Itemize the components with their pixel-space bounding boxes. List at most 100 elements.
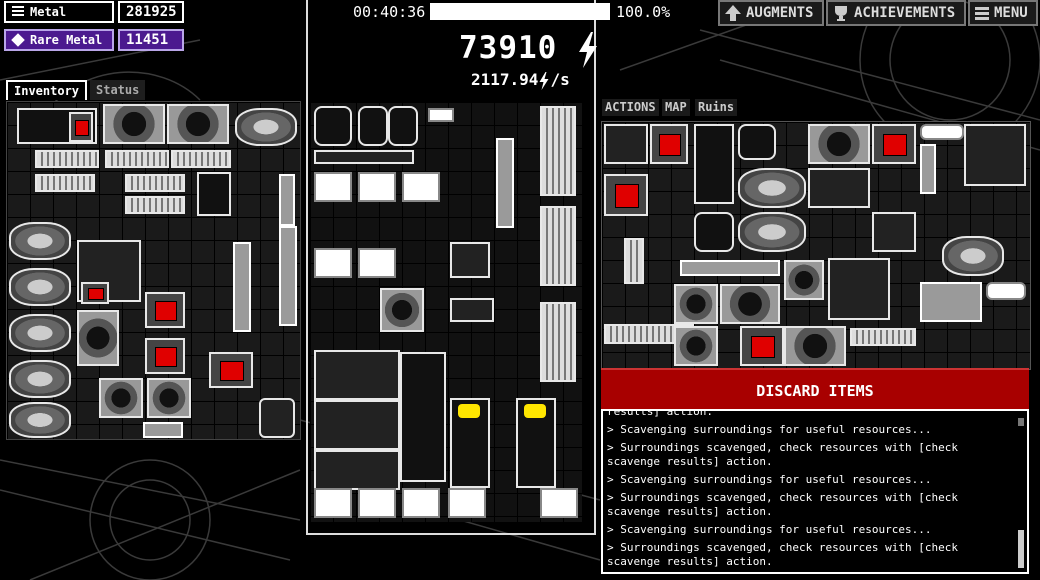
inventory-item[interactable] [125,196,185,214]
inventory-item[interactable] [145,292,185,328]
inventory-item[interactable] [143,422,183,438]
scavenge-item[interactable] [694,124,734,204]
inventory-item[interactable] [99,378,143,418]
inventory-item[interactable] [167,104,229,144]
machine-part[interactable] [314,106,352,146]
scavenge-item[interactable] [674,284,718,324]
inventory-item[interactable] [197,172,231,216]
machine-part[interactable] [358,106,388,146]
log-scrollbar-thumb-top[interactable] [1018,418,1024,426]
machine-part[interactable] [314,400,400,450]
machine-part[interactable] [540,302,576,382]
tab-inventory[interactable]: Inventory [6,80,88,100]
achievements-button[interactable]: ACHIEVEMENTS [826,0,966,26]
scavenge-item[interactable] [920,282,982,322]
inventory-item[interactable] [259,398,295,438]
scavenge-item[interactable] [694,212,734,252]
scavenge-item[interactable] [604,124,648,164]
inventory-item[interactable] [9,402,71,438]
inventory-item[interactable] [145,338,185,374]
scavenge-item[interactable] [674,326,718,366]
machine-part[interactable] [402,488,440,518]
machine-part[interactable] [314,350,400,400]
machine-part[interactable] [314,150,414,164]
menu-button[interactable]: MENU [968,0,1038,26]
scavenge-item[interactable] [872,212,916,252]
scavenge-item[interactable] [920,144,936,194]
machine-part[interactable] [428,108,454,122]
scavenge-item[interactable] [964,124,1026,186]
scavenge-item[interactable] [738,124,776,160]
scavenge-item[interactable] [850,328,916,346]
inventory-item[interactable] [235,108,297,146]
scavenge-item[interactable] [720,284,780,324]
tab-map[interactable]: MAP [662,99,690,116]
discard-items-button[interactable]: DISCARD ITEMS [601,368,1029,411]
machine-part[interactable] [448,488,486,518]
inventory-item[interactable] [103,104,165,144]
scavenge-item[interactable] [784,326,846,366]
scavenge-item[interactable] [942,236,1004,276]
action-log[interactable]: results] action. > Scavenging surroundin… [601,409,1029,574]
machine-part[interactable] [402,172,440,202]
machine-part[interactable] [540,106,576,196]
inventory-item[interactable] [9,314,71,352]
tab-status[interactable]: Status [90,80,146,100]
log-line: > Scavenging surroundings for useful res… [607,473,932,486]
machine-part[interactable] [358,172,396,202]
scavenge-item[interactable] [872,124,916,164]
tab-ruins[interactable]: Ruins [695,99,738,116]
machine-grid[interactable] [310,102,582,522]
machine-part[interactable] [380,288,424,332]
inventory-item[interactable] [77,240,141,302]
scavenge-item[interactable] [604,174,648,216]
scavenge-item[interactable] [740,326,784,366]
machine-part[interactable] [388,106,418,146]
inventory-item[interactable] [35,150,99,168]
tab-actions[interactable]: ACTIONS [602,99,659,116]
scavenge-item[interactable] [738,168,806,208]
scavenge-item[interactable] [650,124,688,164]
machine-part[interactable] [314,450,400,490]
scavenge-item[interactable] [680,260,780,276]
machine-part[interactable] [400,352,446,482]
scavenge-item[interactable] [920,124,964,140]
scavenge-item[interactable] [624,238,644,284]
inventory-grid[interactable] [6,101,301,440]
machine-part[interactable] [314,248,352,278]
inventory-item[interactable] [233,242,251,332]
scavenge-item[interactable] [784,260,824,300]
inventory-item[interactable] [209,352,253,388]
inventory-item[interactable] [9,268,71,306]
inventory-item[interactable] [279,226,297,326]
scavenge-item[interactable] [828,258,890,320]
inventory-item[interactable] [69,112,93,142]
inventory-item[interactable] [77,310,119,366]
inventory-item[interactable] [35,174,95,192]
machine-part[interactable] [358,248,396,278]
inventory-item[interactable] [81,282,109,304]
inventory-item[interactable] [279,174,295,226]
machine-part[interactable] [540,488,578,518]
machine-part[interactable] [496,138,514,228]
scavenge-item[interactable] [738,212,806,252]
scavenge-item[interactable] [808,168,870,208]
scavenge-grid[interactable] [601,121,1031,370]
log-scrollbar-thumb[interactable] [1018,530,1024,568]
machine-part[interactable] [358,488,396,518]
machine-frame [306,0,596,535]
machine-part[interactable] [314,488,352,518]
inventory-item[interactable] [9,360,71,398]
machine-part[interactable] [314,172,352,202]
augments-button[interactable]: AUGMENTS [718,0,824,26]
inventory-item[interactable] [171,150,231,168]
machine-part[interactable] [450,298,494,322]
inventory-item[interactable] [147,378,191,418]
inventory-item[interactable] [105,150,169,168]
scavenge-item[interactable] [808,124,870,164]
inventory-item[interactable] [125,174,185,192]
machine-part[interactable] [450,242,490,278]
scavenge-item[interactable] [986,282,1026,300]
machine-part[interactable] [540,206,576,286]
inventory-item[interactable] [9,222,71,260]
